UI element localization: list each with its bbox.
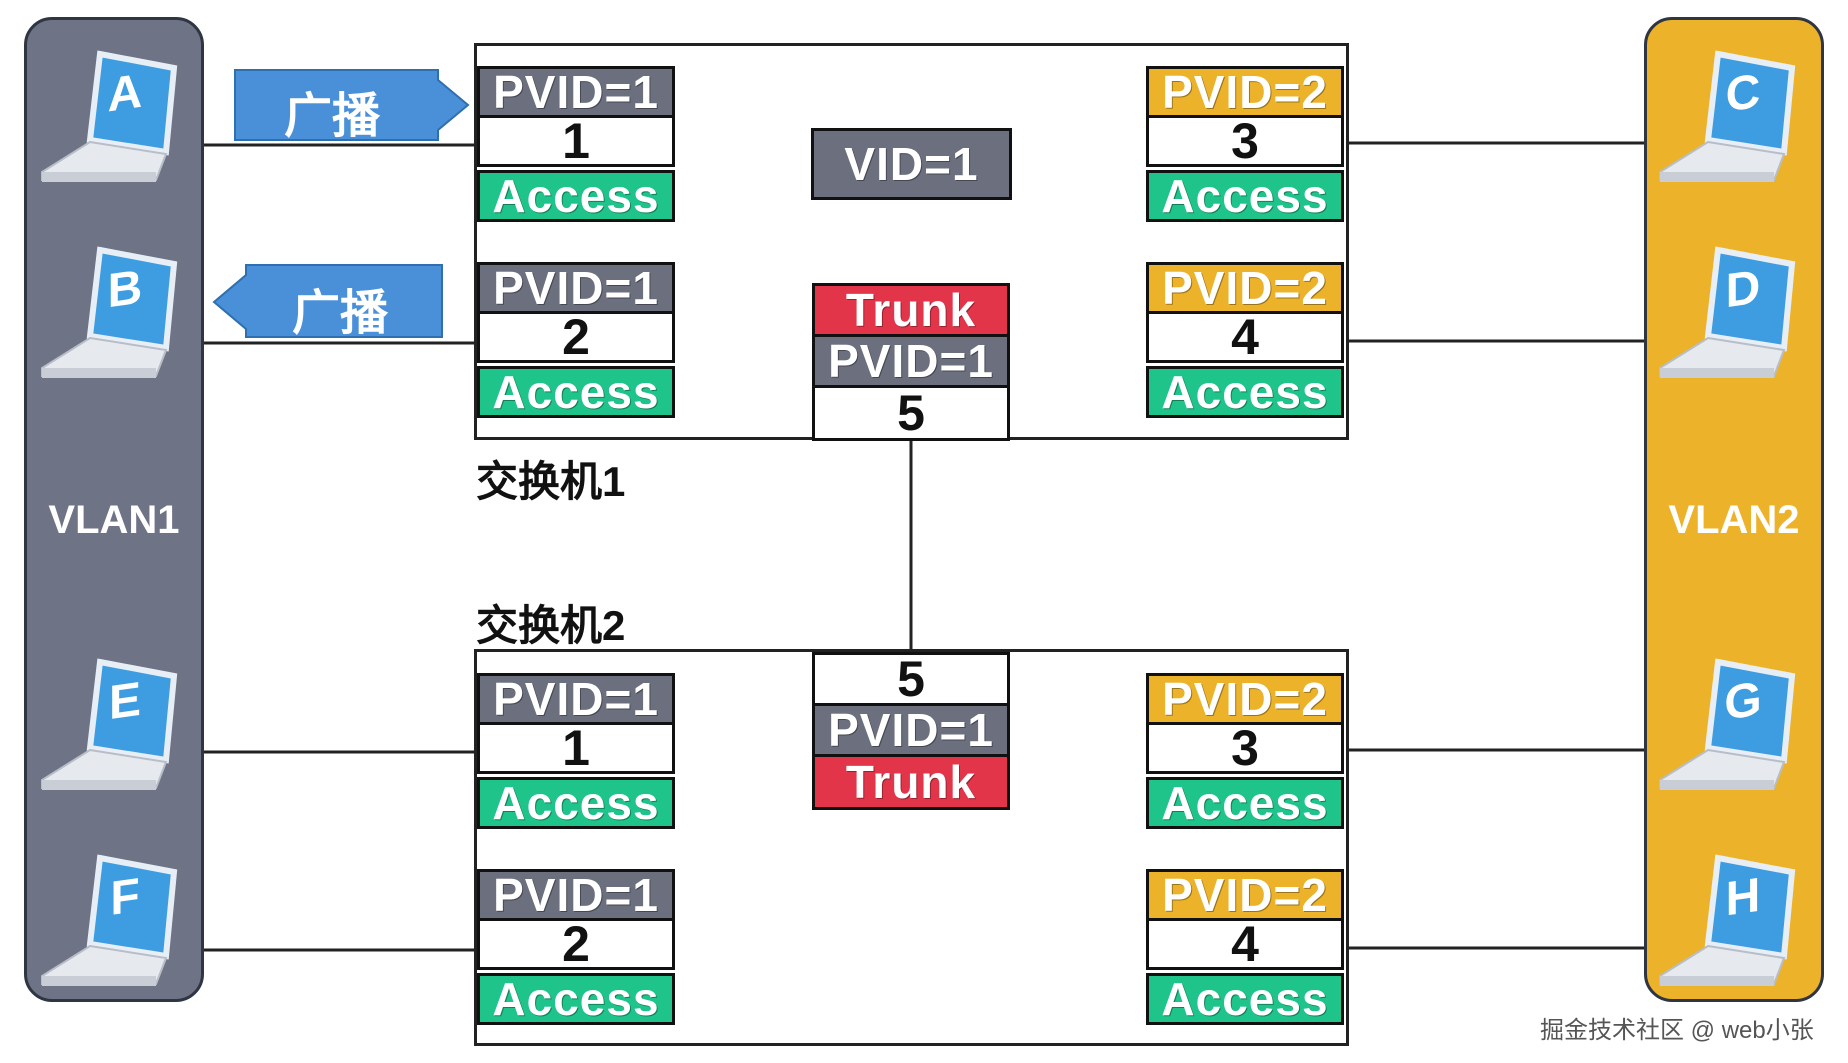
computer-c[interactable]: C — [1656, 48, 1806, 188]
computer-f[interactable]: F — [38, 852, 188, 992]
vid-tag: VID=1 — [811, 128, 1012, 200]
sw2-port-4-mode: Access — [1161, 973, 1329, 1025]
computer-b-label: B — [107, 260, 143, 319]
broadcast-arrow-a — [234, 69, 470, 141]
switch1-title: 交换机1 — [476, 458, 626, 505]
sw2-port-1-number: 1 — [562, 720, 590, 776]
laptop-icon — [1659, 246, 1796, 378]
computer-a[interactable]: A — [38, 48, 188, 188]
sw1-port-1-mode: Access — [492, 170, 660, 222]
computer-e-label: E — [108, 672, 141, 731]
sw1-port-1-number: 1 — [562, 113, 590, 169]
computer-d[interactable]: D — [1656, 244, 1806, 384]
laptop-icon — [41, 50, 178, 182]
sw2-port-2-pvid: PVID=1 — [493, 869, 659, 921]
computer-g[interactable]: G — [1656, 656, 1806, 796]
vid-tag-label: VID=1 — [844, 138, 979, 190]
sw1-port-3-number: 3 — [1231, 113, 1259, 169]
computer-e[interactable]: E — [38, 656, 188, 796]
sw2-port-3[interactable]: PVID=2 3 Access — [1146, 673, 1344, 829]
sw2-port-2-mode: Access — [492, 973, 660, 1025]
sw2-port-3-pvid: PVID=2 — [1162, 673, 1328, 725]
computer-g-label: G — [1724, 672, 1762, 731]
sw2-port-1[interactable]: PVID=1 1 Access — [477, 673, 675, 829]
sw1-port-4-pvid: PVID=2 — [1162, 262, 1328, 314]
sw2-port-5-mode: Trunk — [845, 756, 977, 808]
computer-h[interactable]: H — [1656, 852, 1806, 992]
laptop-icon — [41, 658, 178, 790]
computer-a-label: A — [107, 64, 143, 123]
sw1-port-2[interactable]: PVID=1 2 Access — [477, 262, 675, 418]
sw2-port-5-pvid: PVID=1 — [828, 704, 994, 756]
broadcast-label-a: 广播 — [284, 90, 381, 143]
laptop-icon — [1659, 658, 1796, 790]
sw1-port-1[interactable]: PVID=1 1 Access — [477, 66, 675, 222]
sw1-port-4[interactable]: PVID=2 4 Access — [1146, 262, 1344, 418]
sw2-port-1-pvid: PVID=1 — [493, 673, 659, 725]
sw1-port-4-mode: Access — [1161, 366, 1329, 418]
sw2-port-2-number: 2 — [562, 916, 590, 972]
broadcast-label-b: 广播 — [292, 287, 389, 340]
laptop-icon — [1659, 854, 1796, 986]
sw2-port-4[interactable]: PVID=2 4 Access — [1146, 869, 1344, 1025]
sw1-port-5-number: 5 — [897, 385, 925, 441]
laptop-icon — [41, 246, 178, 378]
sw1-port-4-number: 4 — [1231, 309, 1259, 365]
computer-h-label: H — [1725, 868, 1761, 927]
vlan1-label: VLAN1 — [48, 498, 180, 542]
laptop-icon — [1659, 50, 1796, 182]
broadcast-label-center: 广播 — [861, 78, 958, 131]
sw1-port-3-mode: Access — [1161, 170, 1329, 222]
sw1-port-2-pvid: PVID=1 — [493, 262, 659, 314]
sw1-port-3[interactable]: PVID=2 3 Access — [1146, 66, 1344, 222]
sw1-port-1-pvid: PVID=1 — [493, 66, 659, 118]
sw2-port-3-mode: Access — [1161, 777, 1329, 829]
sw2-port-4-number: 4 — [1231, 916, 1259, 972]
sw1-port-2-mode: Access — [492, 366, 660, 418]
computer-b[interactable]: B — [38, 244, 188, 384]
sw2-port-1-mode: Access — [492, 777, 660, 829]
sw2-port-5-trunk[interactable]: 5 PVID=1 Trunk — [812, 651, 1010, 810]
broadcast-arrow-b — [212, 264, 443, 338]
sw1-port-5-mode: Trunk — [845, 284, 977, 336]
computer-c-label: C — [1725, 64, 1761, 123]
sw1-port-2-number: 2 — [562, 309, 590, 365]
switch2-title: 交换机2 — [476, 602, 626, 649]
computer-f-label: F — [110, 868, 140, 927]
laptop-icon — [41, 854, 178, 986]
sw1-port-5-pvid: PVID=1 — [828, 335, 994, 387]
sw2-port-3-number: 3 — [1231, 720, 1259, 776]
sw1-port-5-trunk[interactable]: Trunk PVID=1 5 — [812, 283, 1010, 441]
sw2-port-2[interactable]: PVID=1 2 Access — [477, 869, 675, 1025]
sw1-port-3-pvid: PVID=2 — [1162, 66, 1328, 118]
vlan2-label: VLAN2 — [1668, 498, 1800, 542]
sw2-port-5-number: 5 — [897, 651, 925, 707]
watermark: 掘金技术社区 @ web小张 — [1540, 1017, 1814, 1044]
computer-d-label: D — [1725, 260, 1761, 319]
sw2-port-4-pvid: PVID=2 — [1162, 869, 1328, 921]
